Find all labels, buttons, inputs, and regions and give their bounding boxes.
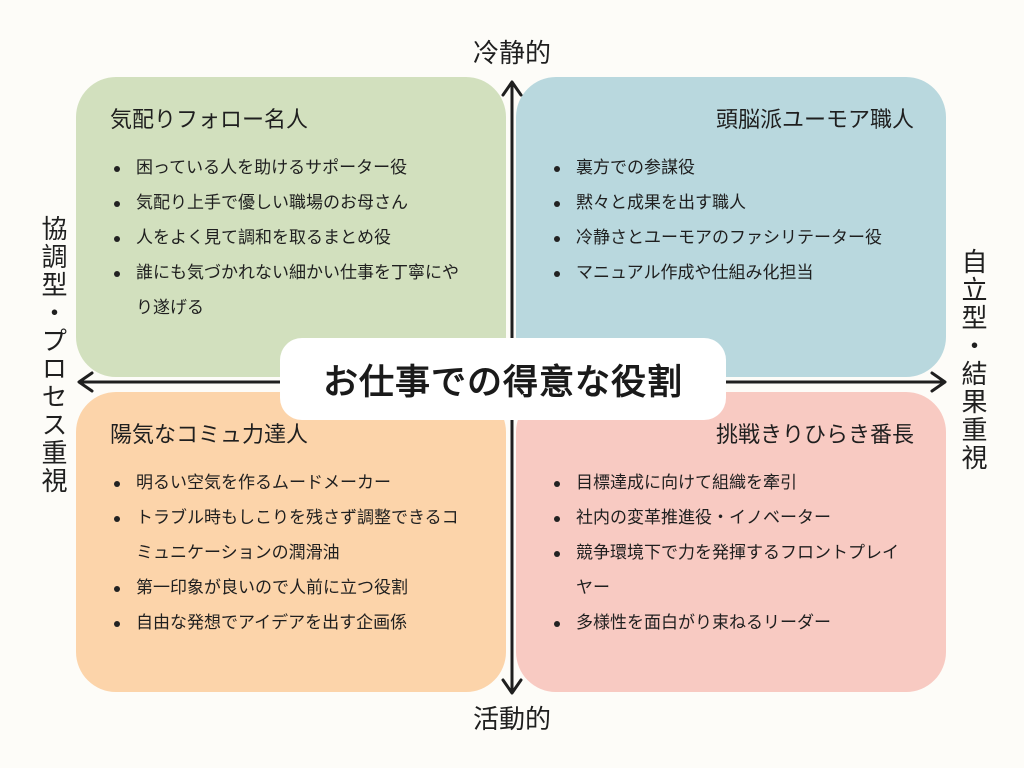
quadrant-item-list: 裏方での参謀役 黙々と成果を出す職人 冷静さとユーモアのファシリテーター役 マニ…	[550, 151, 918, 291]
quadrant-top-left: 気配りフォロー名人 困っている人を助けるサポーター役 気配り上手で優しい職場のお…	[76, 77, 506, 377]
quadrant-top-right: 頭脳派ユーモア職人 裏方での参謀役 黙々と成果を出す職人 冷静さとユーモアのファ…	[516, 77, 946, 377]
arrowhead-left-icon	[77, 371, 94, 393]
quadrant-item-list: 困っている人を助けるサポーター役 気配り上手で優しい職場のお母さん 人をよく見て…	[110, 151, 478, 326]
quadrant-item-list: 目標達成に向けて組織を牽引 社内の変革推進役・イノベーター 競争環境下で力を発揮…	[550, 466, 918, 641]
list-item: 明るい空気を作るムードメーカー	[110, 466, 468, 501]
axis-label-left: 協調型・プロセス重視	[37, 215, 67, 495]
list-item: 裏方での参謀役	[550, 151, 908, 186]
quadrant-bottom-right: 挑戦きりひらき番長 目標達成に向けて組織を牽引 社内の変革推進役・イノベーター …	[516, 392, 946, 692]
list-item: マニュアル作成や仕組み化担当	[550, 256, 908, 291]
list-item: 冷静さとユーモアのファシリテーター役	[550, 221, 908, 256]
list-item: 人をよく見て調和を取るまとめ役	[110, 221, 468, 256]
list-item: 社内の変革推進役・イノベーター	[550, 501, 908, 536]
list-item: 競争環境下で力を発揮するフロントプレイヤー	[550, 536, 908, 606]
list-item: 黙々と成果を出す職人	[550, 186, 908, 221]
quadrant-title: 頭脳派ユーモア職人	[715, 108, 914, 133]
axis-label-top: 冷静的	[472, 39, 551, 69]
arrowhead-right-icon	[930, 371, 947, 393]
list-item: 目標達成に向けて組織を牽引	[550, 466, 908, 501]
list-item: 多様性を面白がり束ねるリーダー	[550, 606, 908, 641]
list-item: 自由な発想でアイデアを出す企画係	[110, 606, 468, 641]
arrowhead-up-icon	[501, 80, 523, 97]
axis-label-bottom: 活動的	[472, 705, 551, 735]
quadrant-title: 陽気なコミュ力達人	[110, 423, 309, 448]
quadrant-item-list: 明るい空気を作るムードメーカー トラブル時もしこりを残さず調整できるコミュニケー…	[110, 466, 478, 641]
list-item: 誰にも気づかれない細かい仕事を丁寧にやり遂げる	[110, 256, 468, 326]
quadrant-title: 気配りフォロー名人	[110, 108, 309, 133]
axis-label-right: 自立型・結果重視	[957, 248, 987, 472]
center-title: お仕事での得意な役割	[280, 338, 726, 420]
arrowhead-down-icon	[501, 678, 523, 695]
list-item: トラブル時もしこりを残さず調整できるコミュニケーションの潤滑油	[110, 501, 468, 571]
quadrant-bottom-left: 陽気なコミュ力達人 明るい空気を作るムードメーカー トラブル時もしこりを残さず調…	[76, 392, 506, 692]
list-item: 気配り上手で優しい職場のお母さん	[110, 186, 468, 221]
list-item: 困っている人を助けるサポーター役	[110, 151, 468, 186]
quadrant-title: 挑戦きりひらき番長	[715, 423, 914, 448]
list-item: 第一印象が良いので人前に立つ役割	[110, 571, 468, 606]
